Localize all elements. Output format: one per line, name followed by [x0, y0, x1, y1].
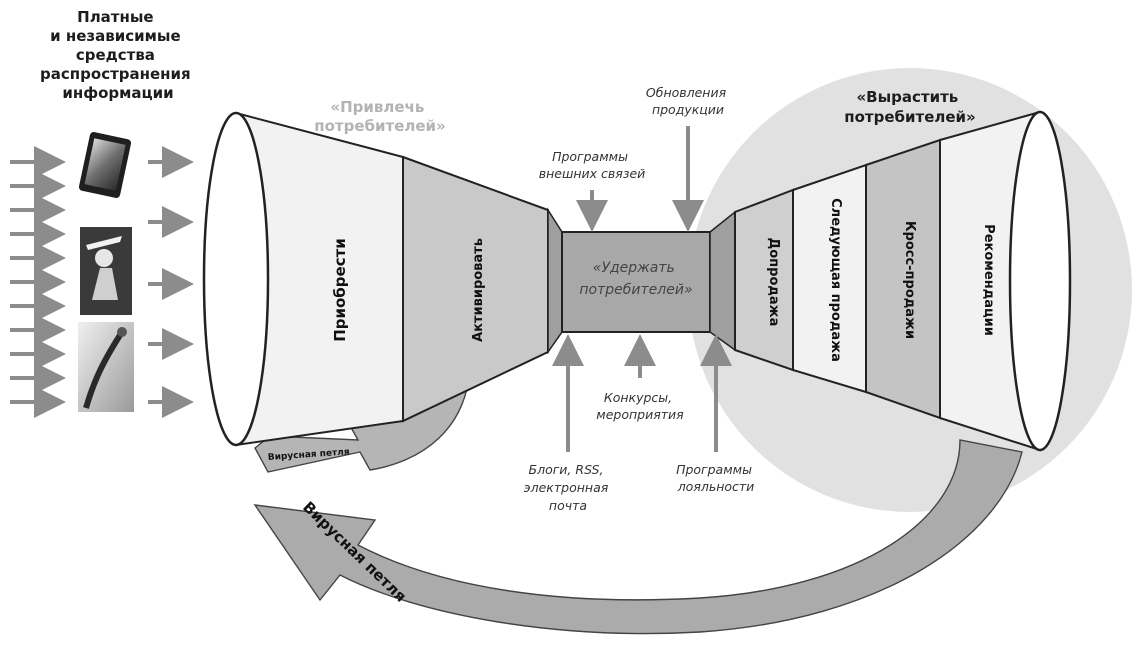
activate-label: Активировать: [471, 238, 486, 342]
sources-title-line: распространения: [40, 65, 191, 83]
icon-output-arrows: [148, 146, 194, 418]
referrals-label: Рекомендации: [981, 224, 996, 336]
blogs-line: почта: [549, 498, 587, 513]
person-photo-icon: [80, 227, 132, 315]
retain-label-line: «Удержать: [593, 260, 675, 276]
product-updates-line: продукции: [652, 102, 724, 117]
sources-title-line: Платные: [77, 8, 153, 26]
acquire-label: Приобрести: [331, 238, 349, 342]
upsell-section: [734, 188, 794, 372]
next-sale-label: Следующая продажа: [828, 198, 843, 362]
retain-label-line: потребителей»: [579, 282, 692, 298]
contests-line: мероприятия: [596, 407, 684, 422]
upsell-label: Допродажа: [766, 238, 781, 327]
left-funnel-mouth: [202, 111, 270, 447]
external-programs-label: Программы внешних связей: [539, 149, 646, 181]
blogs-label: Блоги, RSS, электронная почта: [524, 462, 612, 513]
product-updates-line: Обновления: [646, 85, 727, 100]
cable-photo-icon: [78, 322, 134, 412]
sources-title-line: информации: [62, 84, 173, 102]
grow-label-line: «Вырастить: [856, 88, 958, 106]
right-funnel-mouth: [1008, 110, 1072, 452]
left-neck: [547, 207, 563, 355]
loyalty-line: лояльности: [677, 479, 755, 494]
left-funnel: [202, 111, 563, 447]
incoming-arrows: [10, 146, 66, 418]
external-programs-line: Программы: [552, 149, 628, 164]
grow-stage-label: «Вырастить потребителей»: [844, 88, 975, 126]
contests-line: Конкурсы,: [604, 390, 672, 405]
contests-label: Конкурсы, мероприятия: [596, 390, 684, 422]
right-funnel: [709, 110, 1072, 452]
blogs-line: электронная: [524, 480, 609, 495]
sources-title-line: средства: [76, 46, 155, 64]
attract-label-line: «Привлечь: [330, 98, 424, 116]
attract-stage-label: «Привлечь потребителей»: [314, 98, 445, 135]
blogs-line: Блоги, RSS,: [529, 462, 604, 477]
right-neck: [709, 210, 736, 352]
loyalty-label: Программы лояльности: [676, 462, 756, 494]
product-updates-label: Обновления продукции: [646, 85, 730, 117]
sources-title-line: и независимые: [50, 27, 181, 45]
grow-label-line: потребителей»: [844, 108, 975, 126]
loyalty-line: Программы: [676, 462, 752, 477]
viral-loop-arrow: [253, 439, 1023, 635]
sources-title: Платные и независимые средства распростр…: [40, 8, 196, 102]
attract-label-line: потребителей»: [314, 117, 445, 135]
retain-section: [561, 231, 711, 333]
retain-stage-label: «Удержать потребителей»: [579, 260, 692, 298]
tablet-icon: [78, 132, 132, 198]
external-programs-line: внешних связей: [539, 166, 646, 181]
cross-sell-label: Кросс-продажи: [902, 221, 917, 339]
